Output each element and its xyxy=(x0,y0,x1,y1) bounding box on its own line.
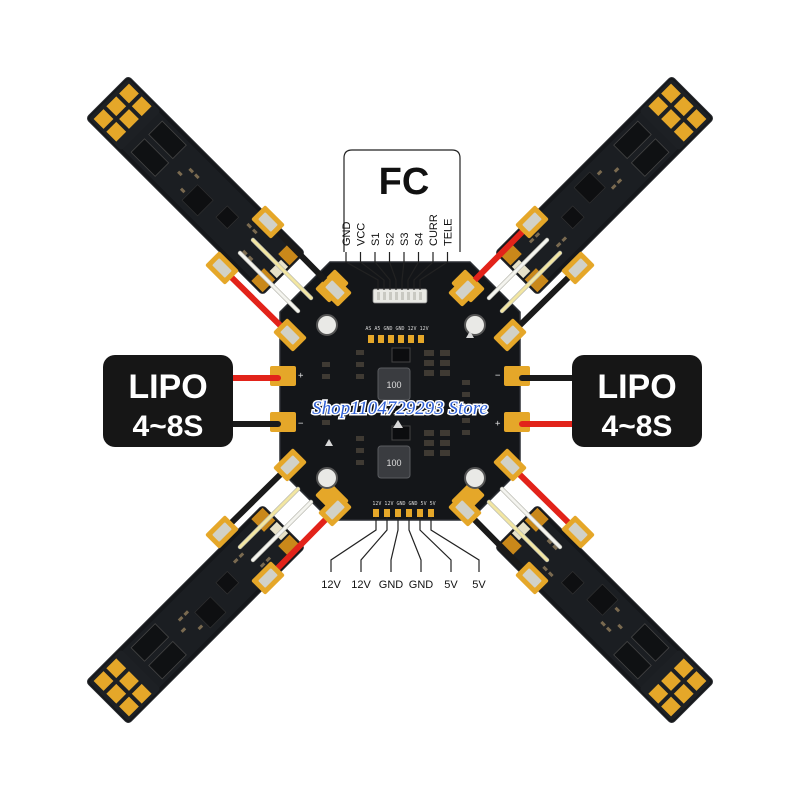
lipo-left-line2: 4~8S xyxy=(133,410,204,443)
svg-text:100: 100 xyxy=(386,380,401,390)
esc-wires-bottom-left xyxy=(219,462,338,581)
fc-pin-lead xyxy=(345,252,379,290)
output-lead xyxy=(360,517,388,572)
fc-pin-lead xyxy=(401,252,405,290)
fc-pin-label: S1 xyxy=(370,233,382,246)
esc-wires-bottom-right xyxy=(462,462,581,581)
fc-connector xyxy=(372,288,428,304)
fc-pin-label: TELE xyxy=(443,218,455,246)
fc-pin-label: CURR xyxy=(428,214,440,246)
fc-pin-label: S2 xyxy=(385,233,397,246)
inductor-bottom xyxy=(377,445,411,479)
output-lead xyxy=(408,517,422,572)
bottom-header-pads xyxy=(373,509,434,517)
fc-pin-label: VCC xyxy=(356,223,368,246)
top-header-pads xyxy=(368,335,424,343)
lipo-label-right: LIPO 4~8S xyxy=(572,355,702,447)
svg-text:−: − xyxy=(495,371,501,381)
svg-text:+: + xyxy=(495,419,501,429)
pdb-board: AS A5 GND GND 12V 12V 12V 12V GND GND 5V… xyxy=(270,261,530,521)
output-label: 5V xyxy=(444,579,458,591)
output-label: GND xyxy=(379,579,404,591)
lipo-wires-left xyxy=(229,375,281,427)
svg-text:+: + xyxy=(298,371,304,381)
output-lead xyxy=(430,517,480,572)
fc-pin-label: S3 xyxy=(399,233,411,246)
fc-pin-label: S4 xyxy=(414,233,426,246)
lipo-wires-right xyxy=(519,375,575,427)
fc-title: FC xyxy=(379,161,430,203)
output-lead xyxy=(390,517,399,572)
output-label: 12V xyxy=(351,579,371,591)
lipo-left-line1: LIPO xyxy=(128,368,207,406)
output-label: GND xyxy=(409,579,434,591)
fc-pin-lead xyxy=(374,252,391,290)
top-header-silkscreen: AS A5 GND GND 12V 12V xyxy=(365,326,428,332)
svg-text:−: − xyxy=(298,419,304,429)
fc-pin-lead xyxy=(413,252,434,290)
esc-wires-top-right xyxy=(462,219,581,338)
fc-pin-label: GND xyxy=(341,222,353,247)
output-callout: 12V 12V GND GND 5V 5V xyxy=(321,517,486,591)
lipo-right-line1: LIPO xyxy=(597,368,676,406)
fc-pin-lead xyxy=(419,252,449,290)
fc-pin-lead xyxy=(359,252,385,290)
fc-pin-lead xyxy=(388,252,397,290)
inductor-top xyxy=(377,367,411,401)
store-watermark: Shop1104729293 Store xyxy=(312,398,488,419)
bottom-header-silkscreen: 12V 12V GND GND 5V 5V xyxy=(372,501,435,507)
output-label: 12V xyxy=(321,579,341,591)
fc-pin-lead xyxy=(407,252,420,290)
lipo-label-left: LIPO 4~8S xyxy=(103,355,233,447)
svg-text:100: 100 xyxy=(386,458,401,468)
output-lead xyxy=(330,517,377,572)
lipo-right-line2: 4~8S xyxy=(602,410,673,443)
output-label: 5V xyxy=(472,579,486,591)
output-lead xyxy=(419,517,452,572)
esc-wires-top-left xyxy=(219,219,338,338)
